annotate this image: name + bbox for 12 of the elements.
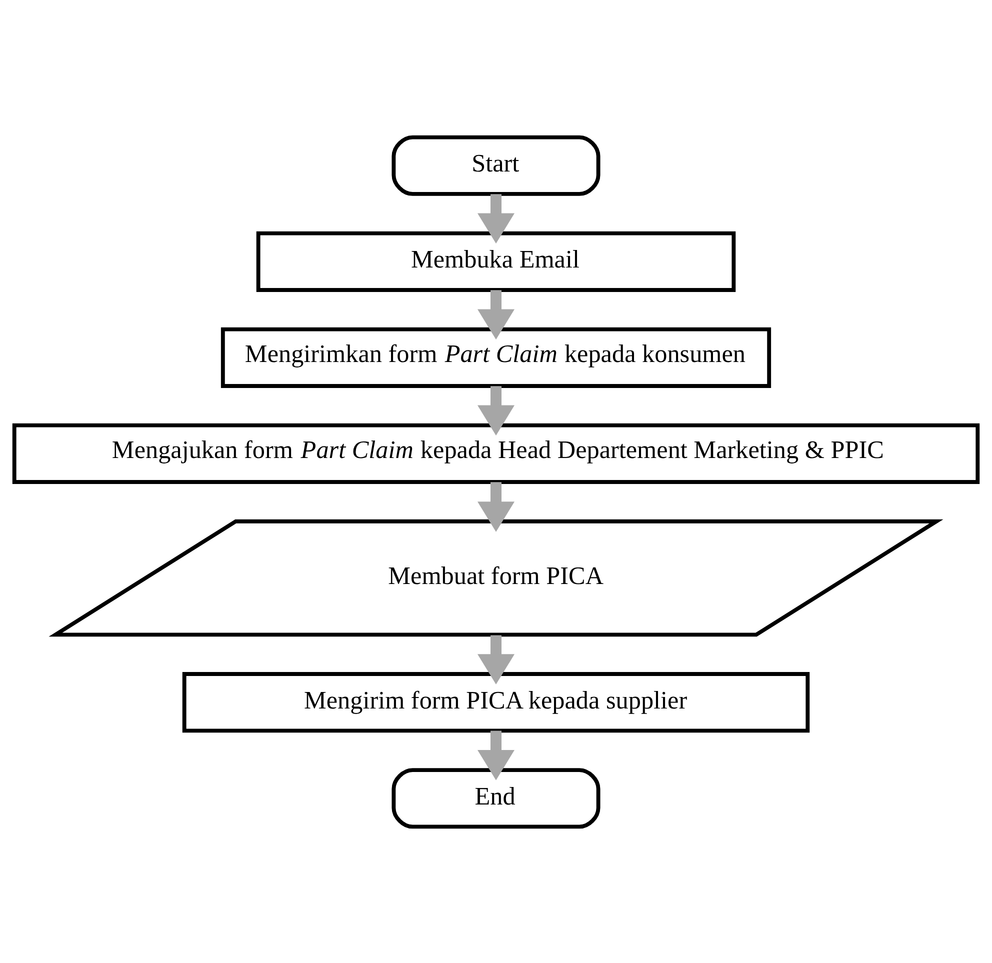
node-box: Mengirim form PICA kepada supplier xyxy=(182,672,810,732)
arrow xyxy=(477,290,515,340)
arrow xyxy=(477,634,515,684)
node-box: Mengajukan form Part Claim kepada Head Departement Marketing & PPIC xyxy=(12,422,980,484)
arrow xyxy=(478,730,514,780)
arrow xyxy=(477,386,515,436)
node-box: Start xyxy=(392,134,600,196)
node-box: End xyxy=(392,768,600,828)
arrow xyxy=(477,194,515,243)
node-box: Membuka Email xyxy=(256,230,736,292)
node-box: Mengirimkan form Part Claim kepada konsumen xyxy=(220,326,772,388)
arrow xyxy=(478,482,514,532)
